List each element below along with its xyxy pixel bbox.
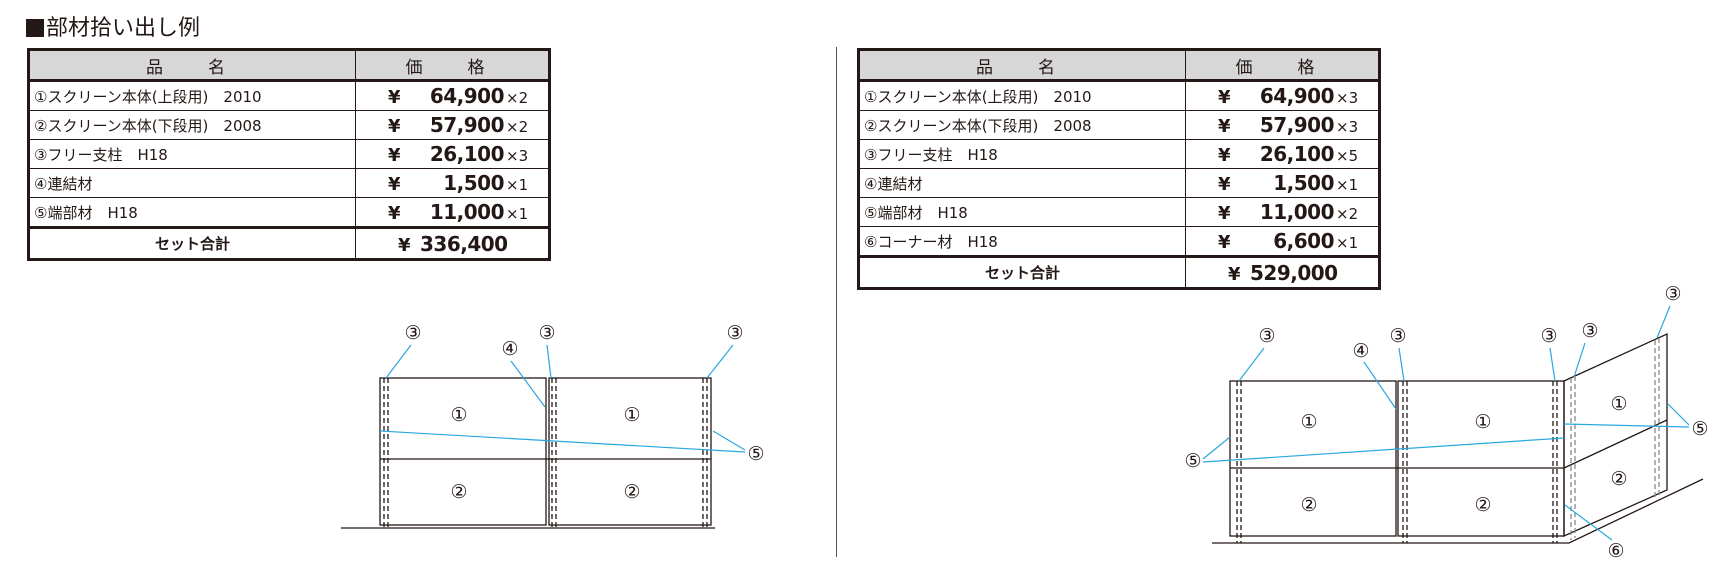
item-price: ¥11,000×2 bbox=[1185, 197, 1380, 227]
item-price: ¥26,100×5 bbox=[1185, 139, 1380, 169]
screen-panel bbox=[379, 377, 547, 526]
section-divider bbox=[836, 47, 837, 557]
total-row: セット合計¥336,400 bbox=[28, 226, 550, 260]
item-name: ⑤端部材 H18 bbox=[28, 197, 356, 228]
item-price: ¥1,500×1 bbox=[1185, 168, 1380, 198]
post-callout: ③ bbox=[726, 322, 743, 344]
upper-screen-label: ① bbox=[450, 404, 467, 426]
table-row: ⑤端部材 H18¥11,000×2 bbox=[858, 197, 1380, 227]
item-name: ②スクリーン本体(下段用) 2008 bbox=[858, 110, 1186, 140]
side-panel-divider bbox=[1563, 419, 1668, 469]
table-row: ③フリー支柱 H18¥26,100×3 bbox=[28, 139, 550, 169]
upper-screen-label: ① bbox=[1474, 411, 1491, 433]
end-callout: ⑤ bbox=[1691, 418, 1708, 440]
lower-screen-label: ② bbox=[1300, 494, 1317, 516]
right-fence-diagram bbox=[1202, 305, 1704, 544]
header-name: 品 名 bbox=[28, 49, 356, 82]
table-header: 品 名 価 格 bbox=[28, 49, 550, 82]
post-callout: ③ bbox=[1664, 283, 1681, 305]
item-price: ¥64,900×2 bbox=[355, 80, 550, 111]
table-row: ⑤端部材 H18¥11,000×1 bbox=[28, 197, 550, 228]
upper-screen-label: ① bbox=[1300, 411, 1317, 433]
lower-screen-label: ② bbox=[1474, 494, 1491, 516]
left-diagram-labels: ③ ③ ③ ④ ⑤ ① ① ② ② bbox=[404, 322, 764, 503]
item-price: ¥6,600×1 bbox=[1185, 226, 1380, 257]
leader-lines bbox=[1202, 305, 1690, 541]
item-name: ③フリー支柱 H18 bbox=[28, 139, 356, 169]
post-callout: ③ bbox=[538, 322, 555, 344]
post-callout: ③ bbox=[1581, 320, 1598, 342]
header-price: 価 格 bbox=[1185, 49, 1380, 82]
left-fence-diagram bbox=[341, 344, 746, 529]
lower-screen-label: ② bbox=[450, 481, 467, 503]
lower-screen-label: ② bbox=[1610, 468, 1627, 490]
item-price: ¥1,500×1 bbox=[355, 168, 550, 198]
end-callout: ⑤ bbox=[1184, 450, 1201, 472]
table-row: ④連結材¥1,500×1 bbox=[858, 168, 1380, 198]
total-label: セット合計 bbox=[858, 255, 1186, 289]
table-header: 品 名 価 格 bbox=[858, 49, 1380, 82]
right-diagram-labels: ③ ③ ③ ③ ③ ④ ⑤ ⑤ ⑥ ① ① ① ② ② ② bbox=[1184, 283, 1708, 562]
header-price: 価 格 bbox=[355, 49, 550, 82]
screen-panel bbox=[1229, 380, 1397, 537]
screen-panel bbox=[548, 377, 712, 526]
lower-screen-label: ② bbox=[623, 481, 640, 503]
corner-callout: ⑥ bbox=[1607, 540, 1624, 562]
table-row: ④連結材¥1,500×1 bbox=[28, 168, 550, 198]
item-name: ②スクリーン本体(下段用) 2008 bbox=[28, 110, 356, 140]
upper-screen-label: ① bbox=[623, 404, 640, 426]
post-callout: ③ bbox=[1258, 325, 1275, 347]
total-row: セット合計¥529,000 bbox=[858, 255, 1380, 289]
end-callout: ⑤ bbox=[747, 443, 764, 465]
square-bullet-icon bbox=[26, 19, 44, 37]
left-parts-table: 品 名 価 格 ①スクリーン本体(上段用) 2010¥64,900×2 ②スクリ… bbox=[27, 48, 551, 261]
post-callout: ③ bbox=[1389, 325, 1406, 347]
total-price: ¥529,000 bbox=[1185, 255, 1380, 289]
table-row: ②スクリーン本体(下段用) 2008¥57,900×3 bbox=[858, 110, 1380, 140]
post-callout: ③ bbox=[404, 322, 421, 344]
item-price: ¥11,000×1 bbox=[355, 197, 550, 228]
post-dashed-lines bbox=[1236, 338, 1660, 543]
item-name: ①スクリーン本体(上段用) 2010 bbox=[28, 80, 356, 111]
leader-lines bbox=[379, 344, 746, 453]
total-label: セット合計 bbox=[28, 226, 356, 260]
table-row: ③フリー支柱 H18¥26,100×5 bbox=[858, 139, 1380, 169]
connector-callout: ④ bbox=[1352, 340, 1369, 362]
item-name: ③フリー支柱 H18 bbox=[858, 139, 1186, 169]
post-dashed-lines bbox=[383, 378, 708, 528]
header-name: 品 名 bbox=[858, 49, 1186, 82]
ground-line bbox=[1212, 478, 1704, 544]
item-name: ⑤端部材 H18 bbox=[858, 197, 1186, 227]
table-row: ①スクリーン本体(上段用) 2010¥64,900×2 bbox=[28, 80, 550, 111]
total-price: ¥336,400 bbox=[355, 226, 550, 260]
connector-callout: ④ bbox=[501, 338, 518, 360]
right-parts-table: 品 名 価 格 ①スクリーン本体(上段用) 2010¥64,900×3 ②スクリ… bbox=[857, 48, 1381, 290]
title-text: 部材拾い出し例 bbox=[46, 16, 201, 41]
table-row: ②スクリーン本体(下段用) 2008¥57,900×2 bbox=[28, 110, 550, 140]
upper-screen-label: ① bbox=[1610, 393, 1627, 415]
corner-side-panel bbox=[1563, 332, 1668, 538]
post-callout: ③ bbox=[1540, 325, 1557, 347]
page-title: 部材拾い出し例 bbox=[26, 10, 200, 42]
